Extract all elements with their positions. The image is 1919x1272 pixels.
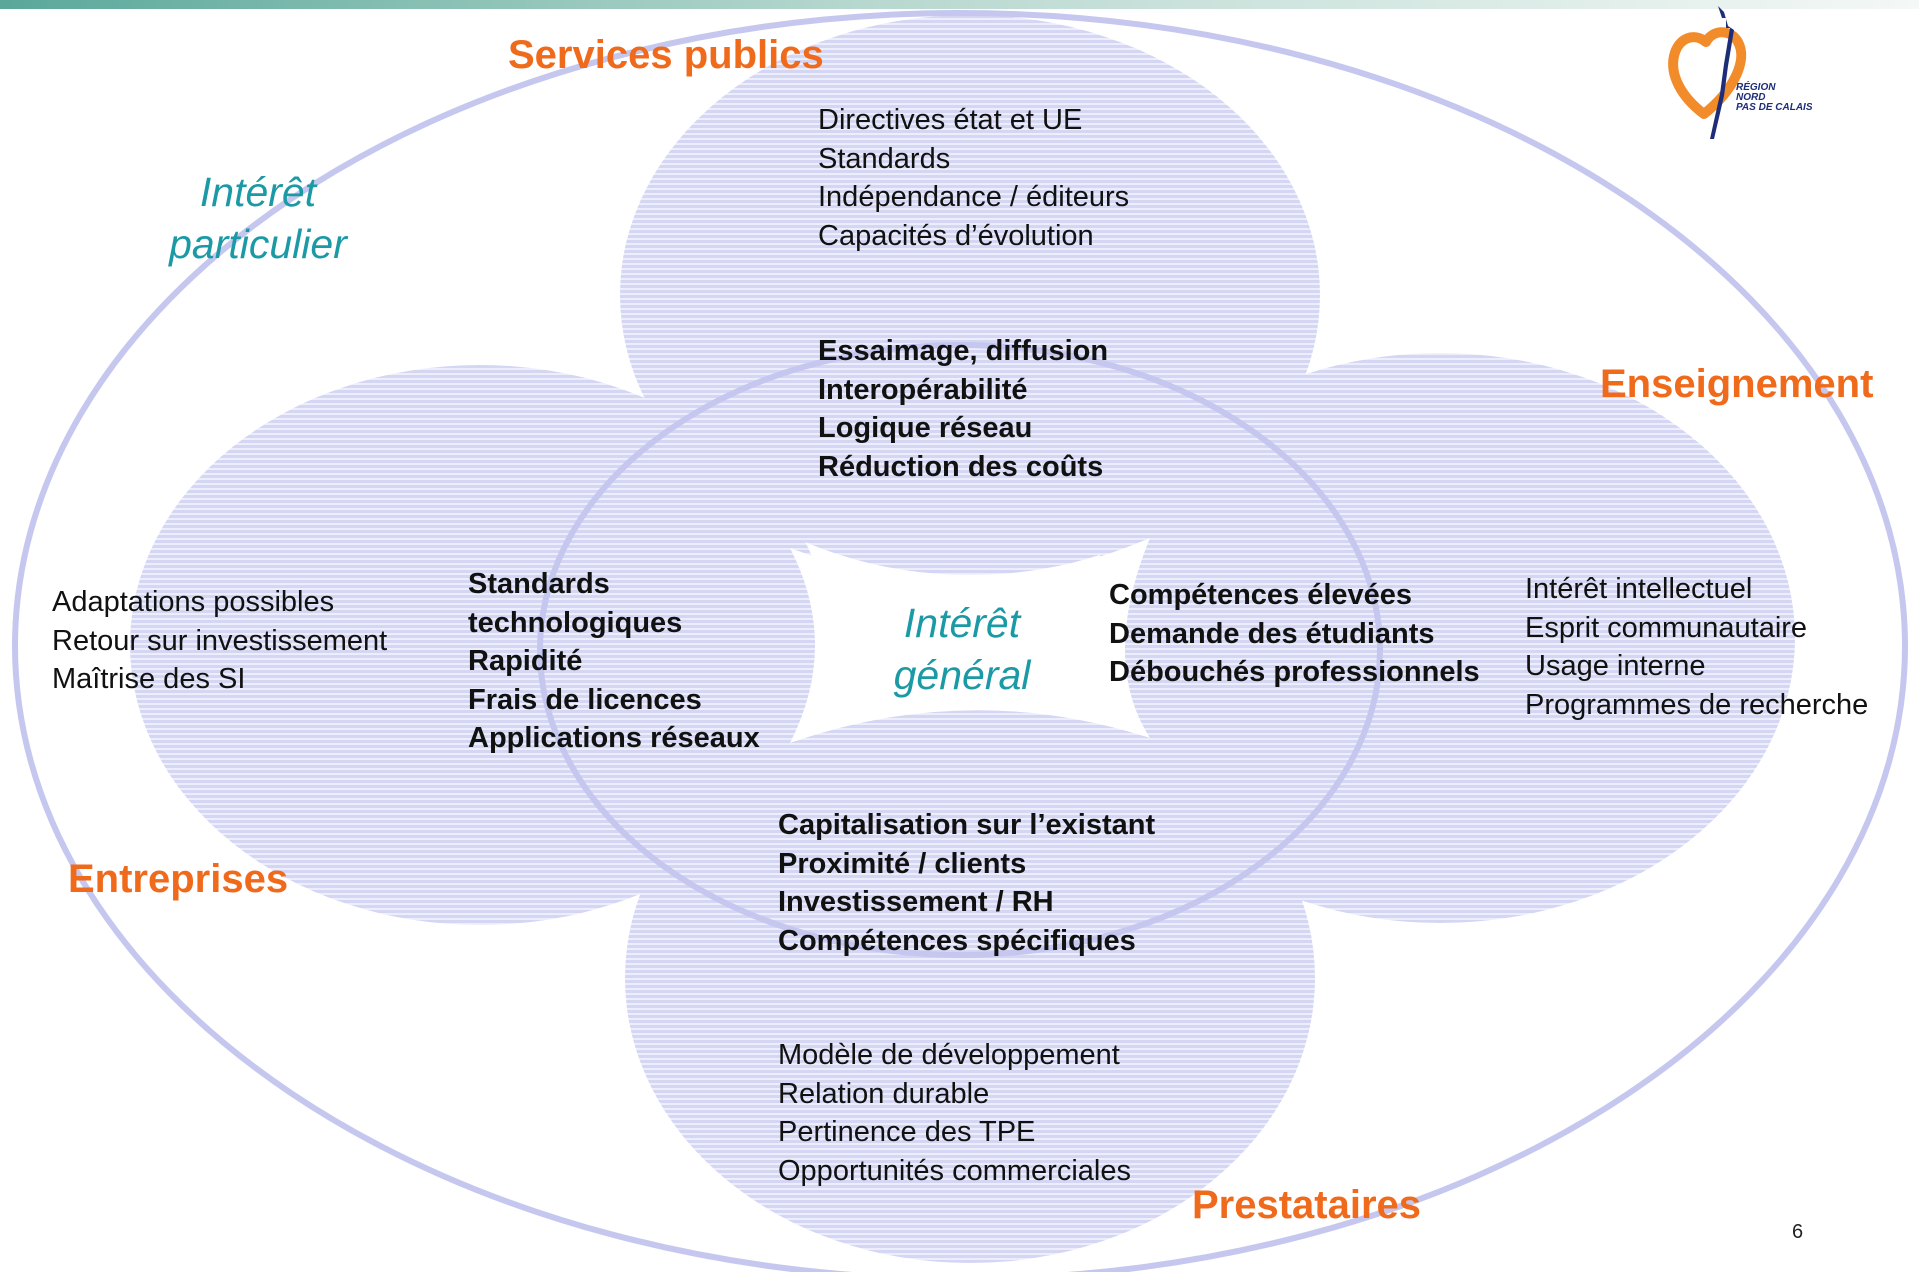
list-item: Esprit communautaire <box>1525 611 1808 644</box>
inner-ellipse-general-interest <box>537 342 1383 958</box>
page-number: 6 <box>1792 1221 1804 1243</box>
list-item: Opportunités commerciales <box>778 1154 1131 1187</box>
list-item: technologiques <box>468 606 683 639</box>
outer-interest-line-2: particulier <box>169 221 347 267</box>
list-item: Modèle de développement <box>778 1039 1120 1071</box>
outer-interest-label: Intérêt particulier <box>158 166 358 270</box>
list-item: Débouchés professionnels <box>1109 656 1480 688</box>
list-item: Retour sur investissement <box>52 624 388 657</box>
list-item: Programmes de recherche <box>1525 688 1869 721</box>
list-item: Réduction des coûts <box>818 450 1104 483</box>
list-item: Compétences élevées <box>1109 579 1413 611</box>
list-item: Essaimage, diffusion <box>818 335 1109 367</box>
services-publics-shared: Essaimage, diffusion Interopérabilité Lo… <box>818 332 1108 486</box>
list-item: Indépendance / éditeurs <box>818 181 1130 213</box>
prestataires-shared: Capitalisation sur l’existant Proximité … <box>778 806 1155 960</box>
list-item: Proximité / clients <box>778 847 1027 880</box>
enseignement-items: Intérêt intellectuel Esprit communautair… <box>1525 570 1868 724</box>
list-item: Demande des étudiants <box>1109 617 1435 650</box>
enseignement-shared: Compétences élevées Demande des étudiant… <box>1109 576 1480 692</box>
petal-entreprises <box>130 365 830 925</box>
list-item: Rapidité <box>468 645 583 677</box>
list-item: Logique réseau <box>818 412 1033 444</box>
list-item: Maîtrise des SI <box>52 663 246 695</box>
list-item: Interopérabilité <box>818 373 1028 406</box>
list-item: Compétences spécifiques <box>778 924 1136 957</box>
list-item: Standards <box>818 142 951 175</box>
logo-text-line-3: PAS DE CALAIS <box>1736 102 1812 113</box>
services-publics-items: Directives état et UE Standards Indépend… <box>818 101 1129 255</box>
petal-prestataires <box>625 693 1315 1263</box>
list-item: Adaptations possibles <box>52 586 335 618</box>
center-interest-label: Intérêt général <box>862 597 1062 701</box>
region-nord-pas-de-calais-logo: RÉGION NORD PAS DE CALAIS <box>1668 6 1812 139</box>
center-interest-line-1: Intérêt <box>903 600 1021 646</box>
logo-text-line-2: NORD <box>1736 92 1765 103</box>
list-item: Frais de licences <box>468 683 702 716</box>
petal-enseignement <box>1085 353 1795 923</box>
category-label-services-publics: Services publics <box>508 33 824 77</box>
logo-text-line-1: RÉGION <box>1736 80 1776 93</box>
center-interest-line-2: général <box>893 652 1031 698</box>
list-item: Investissement / RH <box>778 886 1054 918</box>
outer-interest-line-1: Intérêt <box>199 169 317 215</box>
list-item: Capitalisation sur l’existant <box>778 809 1156 841</box>
category-label-enseignement: Enseignement <box>1600 362 1874 406</box>
petals <box>130 15 1795 1263</box>
center-gap <box>790 538 1150 743</box>
logo-heart-shape <box>1668 27 1747 119</box>
list-item: Relation durable <box>778 1077 990 1110</box>
list-item: Directives état et UE <box>818 104 1083 136</box>
outer-ellipse-particular-interest <box>12 10 1908 1272</box>
list-item: Pertinence des TPE <box>778 1116 1036 1148</box>
logo-belfry-icon <box>1710 6 1734 139</box>
list-item: Applications réseaux <box>468 722 760 754</box>
list-item: Usage interne <box>1525 650 1706 682</box>
category-label-entreprises: Entreprises <box>68 857 289 901</box>
entreprises-shared: Standards technologiques Rapidité Frais … <box>468 565 760 758</box>
entreprises-items: Adaptations possibles Retour sur investi… <box>52 583 387 699</box>
list-item: Intérêt intellectuel <box>1525 573 1753 605</box>
category-label-prestataires: Prestataires <box>1192 1183 1422 1227</box>
prestataires-items: Modèle de développement Relation durable… <box>778 1036 1131 1190</box>
list-item: Capacités d’évolution <box>818 219 1094 252</box>
top-gradient-bar <box>0 0 1919 9</box>
list-item: Standards <box>468 568 610 600</box>
petal-services-publics <box>620 15 1320 575</box>
